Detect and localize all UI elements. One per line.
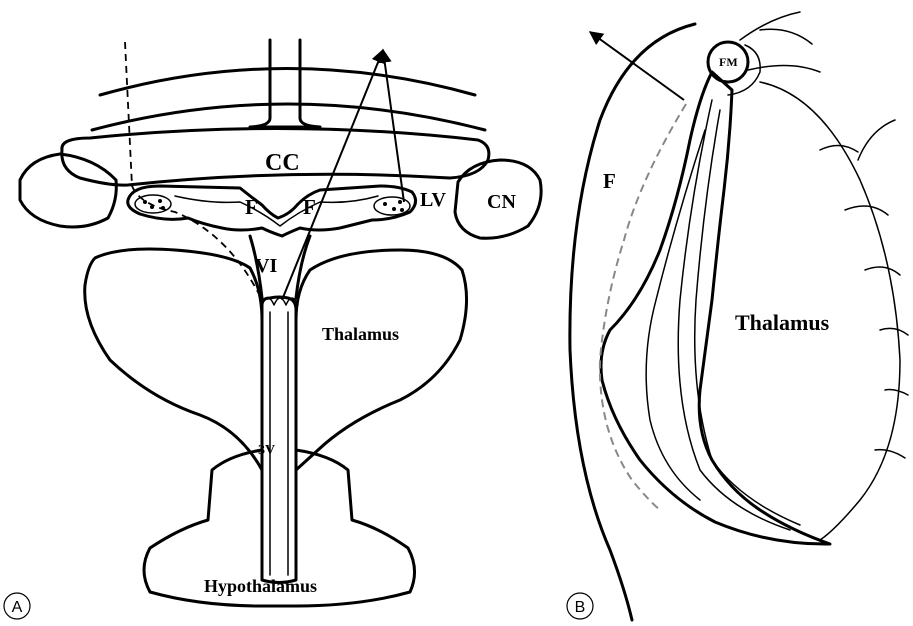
label-lv: LV: [420, 189, 447, 211]
label-fornix-right: F: [303, 195, 316, 219]
fornix-inner: [175, 196, 378, 226]
cortex-arc-upper: [100, 69, 475, 96]
label-fornix-left: F: [245, 195, 258, 219]
dashed-trajectory: [125, 42, 262, 300]
fornix-dashed: [600, 104, 686, 510]
panel-a: CC F F LV CN VI Thalamus 3V Hypothalamus…: [4, 40, 541, 619]
label-thalamus-a: Thalamus: [322, 324, 399, 344]
label-vi: VI: [255, 255, 277, 277]
caudate-nucleus-left: [20, 154, 116, 227]
label-f-b: F: [603, 169, 616, 193]
panel-badge-b: B: [567, 593, 593, 619]
label-cc: CC: [265, 150, 300, 176]
third-ventricle: [262, 297, 296, 583]
label-thalamus-b: Thalamus: [735, 310, 830, 335]
label-hypothalamus: Hypothalamus: [204, 576, 317, 596]
vein-branches: [820, 120, 908, 458]
outer-boundary: [570, 24, 695, 620]
panel-badge-a: A: [4, 593, 30, 619]
trajectory-arrow-right: [383, 50, 404, 202]
thalamus-right: [296, 250, 467, 470]
label-fm: FM: [719, 55, 738, 69]
label-cn: CN: [487, 191, 516, 213]
panel-b: FM F Thalamus B: [567, 12, 908, 620]
thalamus-left: [85, 249, 262, 470]
label-3v: 3V: [258, 443, 275, 458]
choroid-plexus-b: [601, 72, 830, 544]
septum-stalk: [250, 40, 320, 127]
trajectory-arrow-b: [590, 32, 684, 100]
vessel-top: [740, 12, 820, 72]
svg-text:B: B: [575, 599, 586, 616]
svg-text:A: A: [12, 599, 23, 616]
